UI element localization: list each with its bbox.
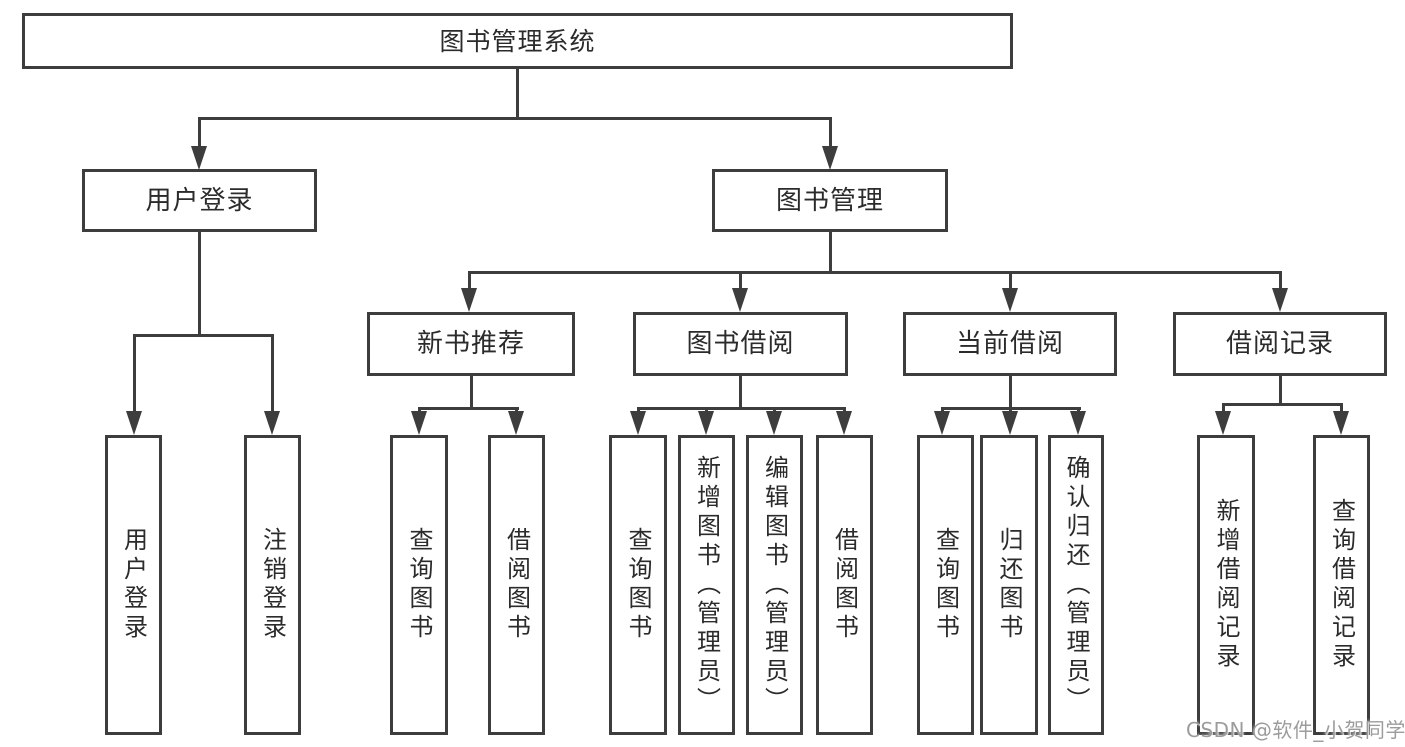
leaf-logout: 注销登录 — [244, 435, 301, 735]
connector-line — [1009, 271, 1012, 290]
connector-line — [271, 334, 274, 413]
arrowhead-down-icon — [1002, 411, 1018, 435]
connector-line — [941, 407, 944, 414]
leaf-br-add-record: 新增借阅记录 — [1197, 435, 1255, 735]
arrowhead-down-icon — [822, 146, 838, 170]
connector-line — [773, 407, 776, 414]
connector-line — [1077, 407, 1080, 414]
arrowhead-down-icon — [698, 411, 714, 435]
leaf-bb-query-book: 查询图书 — [609, 435, 667, 735]
connector-line — [1279, 376, 1282, 405]
connector-line — [198, 117, 832, 120]
connector-line — [829, 232, 832, 273]
connector-line — [705, 407, 708, 414]
leaf-bb-borrow-book: 借阅图书 — [816, 435, 873, 735]
node-borrowing-records: 借阅记录 — [1173, 312, 1387, 376]
arrowhead-down-icon — [836, 411, 852, 435]
arrowhead-down-icon — [508, 411, 524, 435]
connector-line — [739, 376, 742, 409]
arrowhead-down-icon — [461, 288, 477, 312]
arrowhead-down-icon — [766, 411, 782, 435]
connector-line — [468, 271, 471, 290]
leaf-cb-query-book: 查询图书 — [917, 435, 974, 735]
connector-line — [515, 407, 518, 414]
connector-line — [1279, 271, 1282, 290]
arrowhead-down-icon — [1002, 288, 1018, 312]
connector-line — [739, 271, 742, 290]
arrowhead-down-icon — [411, 411, 427, 435]
connector-line — [198, 117, 201, 148]
connector-line — [637, 407, 846, 410]
connector-line — [516, 69, 519, 118]
connector-line — [843, 407, 846, 414]
csdn-watermark: CSDN @软件_小贺同学 — [1186, 718, 1405, 742]
arrowhead-down-icon — [732, 288, 748, 312]
connector-line — [1222, 403, 1225, 414]
connector-line — [133, 334, 274, 337]
connector-line — [418, 407, 421, 414]
connector-line — [468, 271, 1282, 274]
connector-line — [637, 407, 640, 414]
connector-line — [198, 232, 201, 336]
node-book-management: 图书管理 — [712, 169, 948, 232]
leaf-nb-borrow-book: 借阅图书 — [488, 435, 545, 735]
arrowhead-down-icon — [630, 411, 646, 435]
leaf-user-login: 用户登录 — [105, 435, 162, 735]
arrowhead-down-icon — [1272, 288, 1288, 312]
node-user-login: 用户登录 — [82, 169, 317, 232]
node-library-management-system: 图书管理系统 — [22, 13, 1013, 69]
connector-line — [133, 334, 136, 413]
node-new-book-recommendation: 新书推荐 — [367, 312, 575, 376]
connector-line — [1340, 403, 1343, 414]
connector-line — [829, 117, 832, 148]
leaf-bb-add-book-admin: 新增图书（管理员） — [678, 435, 735, 735]
connector-line — [1009, 407, 1012, 414]
leaf-nb-query-book: 查询图书 — [390, 435, 448, 735]
leaf-cb-confirm-return-admin: 确认归还（管理员） — [1048, 435, 1104, 735]
leaf-bb-edit-book-admin: 编辑图书（管理员） — [746, 435, 803, 735]
connector-line — [470, 376, 473, 409]
connector-line — [418, 407, 519, 410]
node-current-borrowing: 当前借阅 — [903, 312, 1117, 376]
arrowhead-down-icon — [934, 411, 950, 435]
arrowhead-down-icon — [1070, 411, 1086, 435]
connector-line — [1222, 403, 1343, 406]
arrowhead-down-icon — [1333, 411, 1349, 435]
node-book-borrowing: 图书借阅 — [633, 312, 848, 376]
leaf-cb-return-book: 归还图书 — [980, 435, 1038, 735]
leaf-br-query-record: 查询借阅记录 — [1313, 435, 1370, 735]
arrowhead-down-icon — [191, 146, 207, 170]
arrowhead-down-icon — [126, 411, 142, 435]
arrowhead-down-icon — [1215, 411, 1231, 435]
arrowhead-down-icon — [264, 411, 280, 435]
connector-line — [1009, 376, 1012, 409]
